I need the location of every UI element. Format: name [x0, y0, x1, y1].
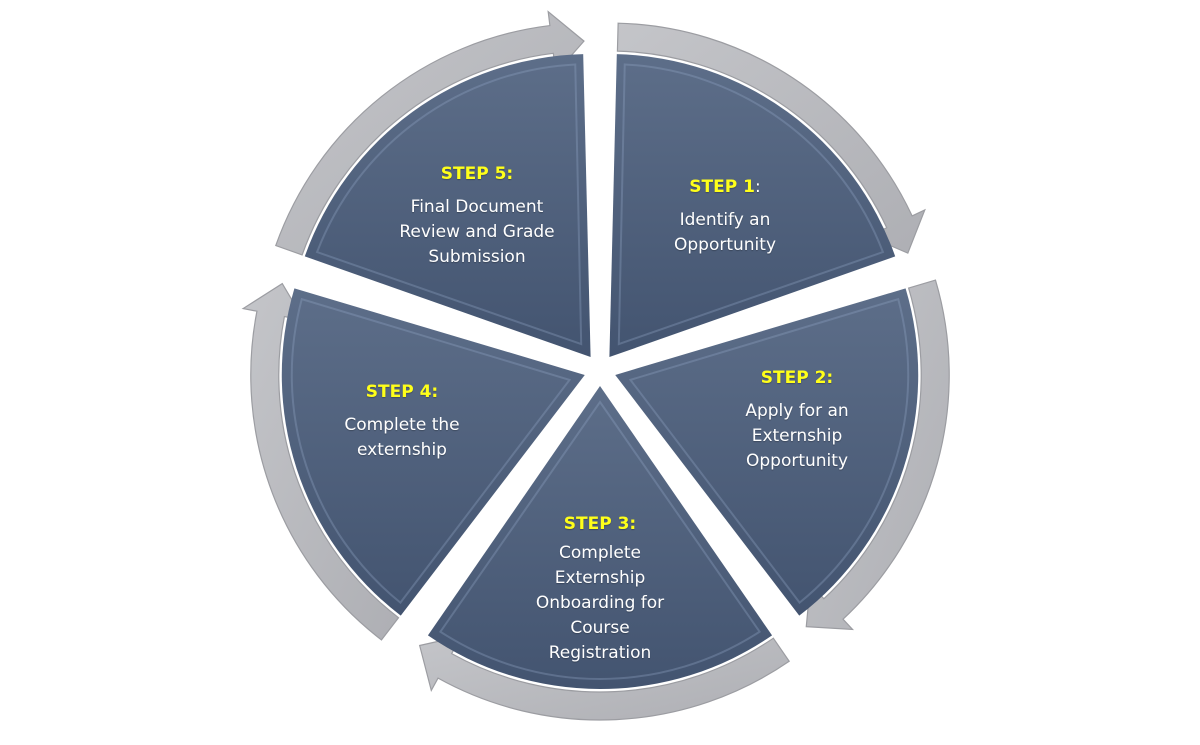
step-3-label: STEP 3: Complete Externship Onboarding f… — [536, 512, 664, 666]
step-4-label: STEP 4: Complete the externship — [344, 380, 459, 463]
step-1-description: Identify an Opportunity — [673, 210, 777, 255]
segment-bevel — [628, 297, 910, 605]
segment-bevel — [315, 63, 583, 346]
step-4-description: Complete the externship — [344, 415, 460, 460]
step-5-arrow — [274, 10, 585, 256]
step-2-description: Apply for an Externship Opportunity — [745, 401, 849, 471]
segment-wedge — [281, 288, 585, 616]
pie-segments — [281, 54, 919, 690]
step-2-title: STEP 2: — [760, 368, 834, 388]
step-2-label: STEP 2: Apply for an Externship Opportun… — [745, 366, 848, 474]
segment-wedge — [609, 54, 896, 358]
step-5-label: STEP 5: Final Document Review and Grade … — [399, 162, 554, 270]
step-4-arrow — [241, 282, 400, 641]
step-5-segment — [304, 54, 591, 358]
step-2-segment — [615, 288, 919, 616]
segment-wedge — [304, 54, 591, 358]
segment-bevel — [617, 63, 885, 346]
segment-bevel — [290, 297, 572, 605]
segment-wedge — [615, 288, 919, 616]
step-2-arrow — [805, 279, 950, 631]
segment-bevel — [439, 400, 761, 680]
step-3-arrow — [418, 635, 791, 721]
step-3-title: STEP 3: — [563, 514, 637, 534]
step-4-segment — [281, 288, 585, 616]
step-5-title: STEP 5: — [440, 164, 514, 184]
step-1-segment — [609, 54, 896, 358]
step-4-title: STEP 4: — [365, 382, 439, 402]
step-3-segment — [427, 386, 773, 690]
step-1-title: STEP 1: — [689, 177, 761, 197]
segment-wedge — [427, 386, 773, 690]
step-3-description: Complete Externship Onboarding for Cours… — [535, 543, 665, 663]
step-1-label: STEP 1: Identify an Opportunity — [674, 175, 776, 258]
arrow-ring — [241, 10, 950, 721]
step-1-arrow — [616, 22, 926, 254]
step-5-description: Final Document Review and Grade Submissi… — [399, 197, 555, 267]
